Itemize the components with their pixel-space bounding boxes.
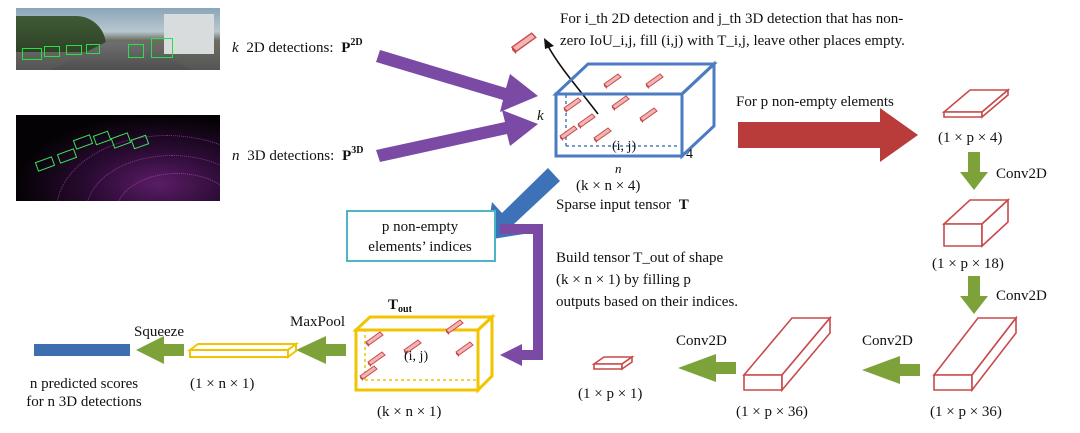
indices-arrow bbox=[486, 168, 560, 240]
scores-line1: n predicted scores bbox=[30, 376, 138, 392]
camera-detection-box bbox=[44, 46, 60, 57]
slab-1x-p-36-b bbox=[742, 315, 832, 393]
stack-op-3: Conv2D bbox=[862, 333, 913, 349]
tout-cell-label: (i, j) bbox=[404, 349, 428, 364]
indices-line2: elements’ indices bbox=[368, 239, 472, 255]
score-bar bbox=[34, 344, 130, 356]
det3d-label: n 3D detections: P3D bbox=[232, 145, 363, 164]
tout-label: Tout bbox=[388, 297, 413, 315]
slab-1x-p-1 bbox=[591, 355, 635, 371]
indices-line1: p non-empty bbox=[382, 219, 459, 235]
squeeze-arrow bbox=[136, 336, 184, 364]
camera-trees bbox=[16, 16, 106, 52]
scores-line2: for n 3D detections bbox=[26, 394, 142, 410]
camera-detection-box bbox=[151, 38, 173, 58]
slab-1x-p-18 bbox=[941, 198, 1011, 248]
conv-arrow-1 bbox=[960, 152, 988, 190]
indices-box bbox=[346, 210, 496, 262]
stack-shape-1: (1 × p × 18) bbox=[932, 256, 1004, 272]
tensor-depth-label: 4 bbox=[686, 147, 693, 162]
annotation-line1: For i_th 2D detection and j_th 3D detect… bbox=[560, 11, 903, 27]
tensor-caption: Sparse input tensor T bbox=[556, 197, 689, 213]
lidar-image bbox=[16, 115, 220, 201]
stack-op-2: Conv2D bbox=[996, 288, 1047, 304]
annotation-line2: zero IoU_i,j, fill (i,j) with T_i,j, lea… bbox=[560, 33, 905, 49]
tout-shape: (k × n × 1) bbox=[377, 404, 441, 420]
nonempty-text: For p non-empty elements bbox=[736, 94, 894, 110]
det2d-arrow bbox=[376, 50, 538, 112]
maxpool-arrow bbox=[296, 336, 346, 364]
camera-detection-box bbox=[128, 44, 144, 58]
conv-arrow-2 bbox=[960, 276, 988, 314]
stack-shape-2: (1 × p × 36) bbox=[930, 404, 1002, 420]
tensor-cell-label: (i, j) bbox=[612, 139, 636, 154]
conv-arrow-4 bbox=[678, 354, 736, 382]
sparse-tensor bbox=[552, 60, 718, 160]
stack-op-4: Conv2D bbox=[676, 333, 727, 349]
tout-tensor bbox=[352, 313, 496, 394]
build-line3: outputs based on their indices. bbox=[556, 294, 738, 310]
maxpool-label: MaxPool bbox=[290, 314, 345, 330]
nonempty-arrow bbox=[738, 108, 918, 162]
stack-shape-0: (1 × p × 4) bbox=[938, 130, 1002, 146]
conv-arrow-3 bbox=[862, 356, 920, 384]
slab-1x-p-36-a bbox=[932, 315, 1018, 393]
camera-detection-box bbox=[22, 48, 42, 60]
stack-shape-3: (1 × p × 36) bbox=[736, 404, 808, 420]
stack-op-1: Conv2D bbox=[996, 166, 1047, 182]
tensor-k-label: k bbox=[537, 108, 544, 124]
camera-detection-box bbox=[86, 44, 100, 54]
tensor-n-label: n bbox=[615, 161, 622, 176]
det2d-label: k 2D detections: P2D bbox=[232, 37, 363, 56]
indices-to-tout-arrow bbox=[500, 224, 543, 360]
camera-image bbox=[16, 8, 220, 70]
annotation-cell-icon bbox=[511, 32, 537, 55]
pooled-bar bbox=[187, 342, 299, 359]
det3d-arrow bbox=[376, 110, 538, 162]
camera-detection-box bbox=[66, 45, 82, 55]
tensor-shape: (k × n × 4) bbox=[576, 178, 640, 194]
pooled-shape: (1 × n × 1) bbox=[190, 376, 254, 392]
squeeze-label: Squeeze bbox=[134, 324, 184, 340]
slab-1x-p-4 bbox=[941, 88, 1011, 119]
stack-shape-4: (1 × p × 1) bbox=[578, 386, 642, 402]
build-line1: Build tensor T_out of shape bbox=[556, 250, 724, 266]
build-line2: (k × n × 1) by filling p bbox=[556, 272, 691, 288]
